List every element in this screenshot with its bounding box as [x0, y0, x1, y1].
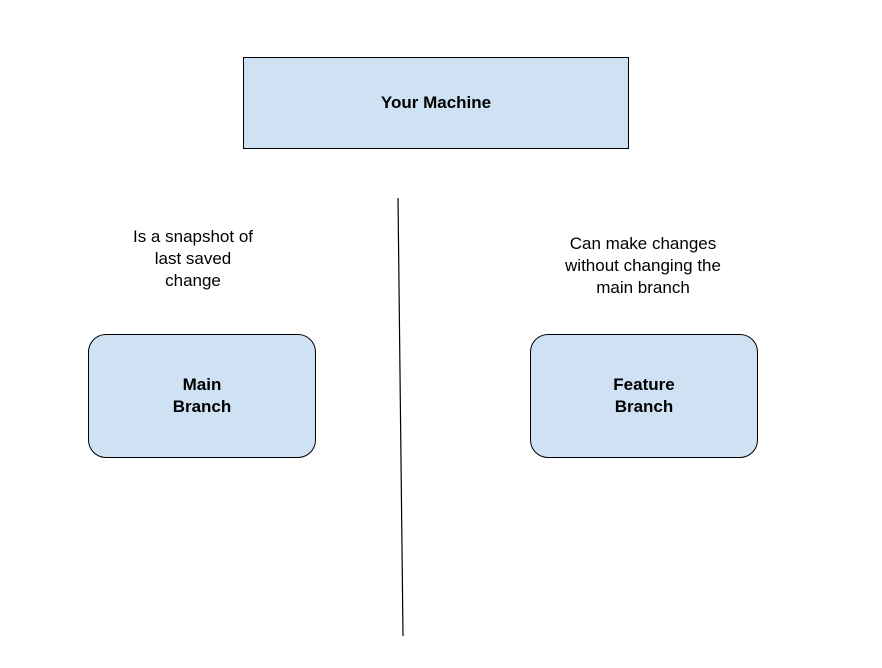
main-branch-label-line2: Branch [172, 397, 232, 416]
your-machine-label: Your Machine [380, 93, 492, 112]
feature-branch-label-line1: Feature [613, 375, 675, 394]
main-branch-note: Is a snapshot of last saved change [132, 227, 254, 290]
divider-line-stroke [397, 197, 404, 637]
feature-branch-label-line2: Branch [614, 397, 674, 416]
main-branch-box: Main Branch [88, 334, 316, 458]
feature-branch-note: Can make changes without changing the ma… [565, 234, 721, 297]
main-branch-label-line1: Main [182, 375, 222, 394]
your-machine-box: Your Machine [243, 57, 629, 149]
feature-branch-box: Feature Branch [530, 334, 758, 458]
